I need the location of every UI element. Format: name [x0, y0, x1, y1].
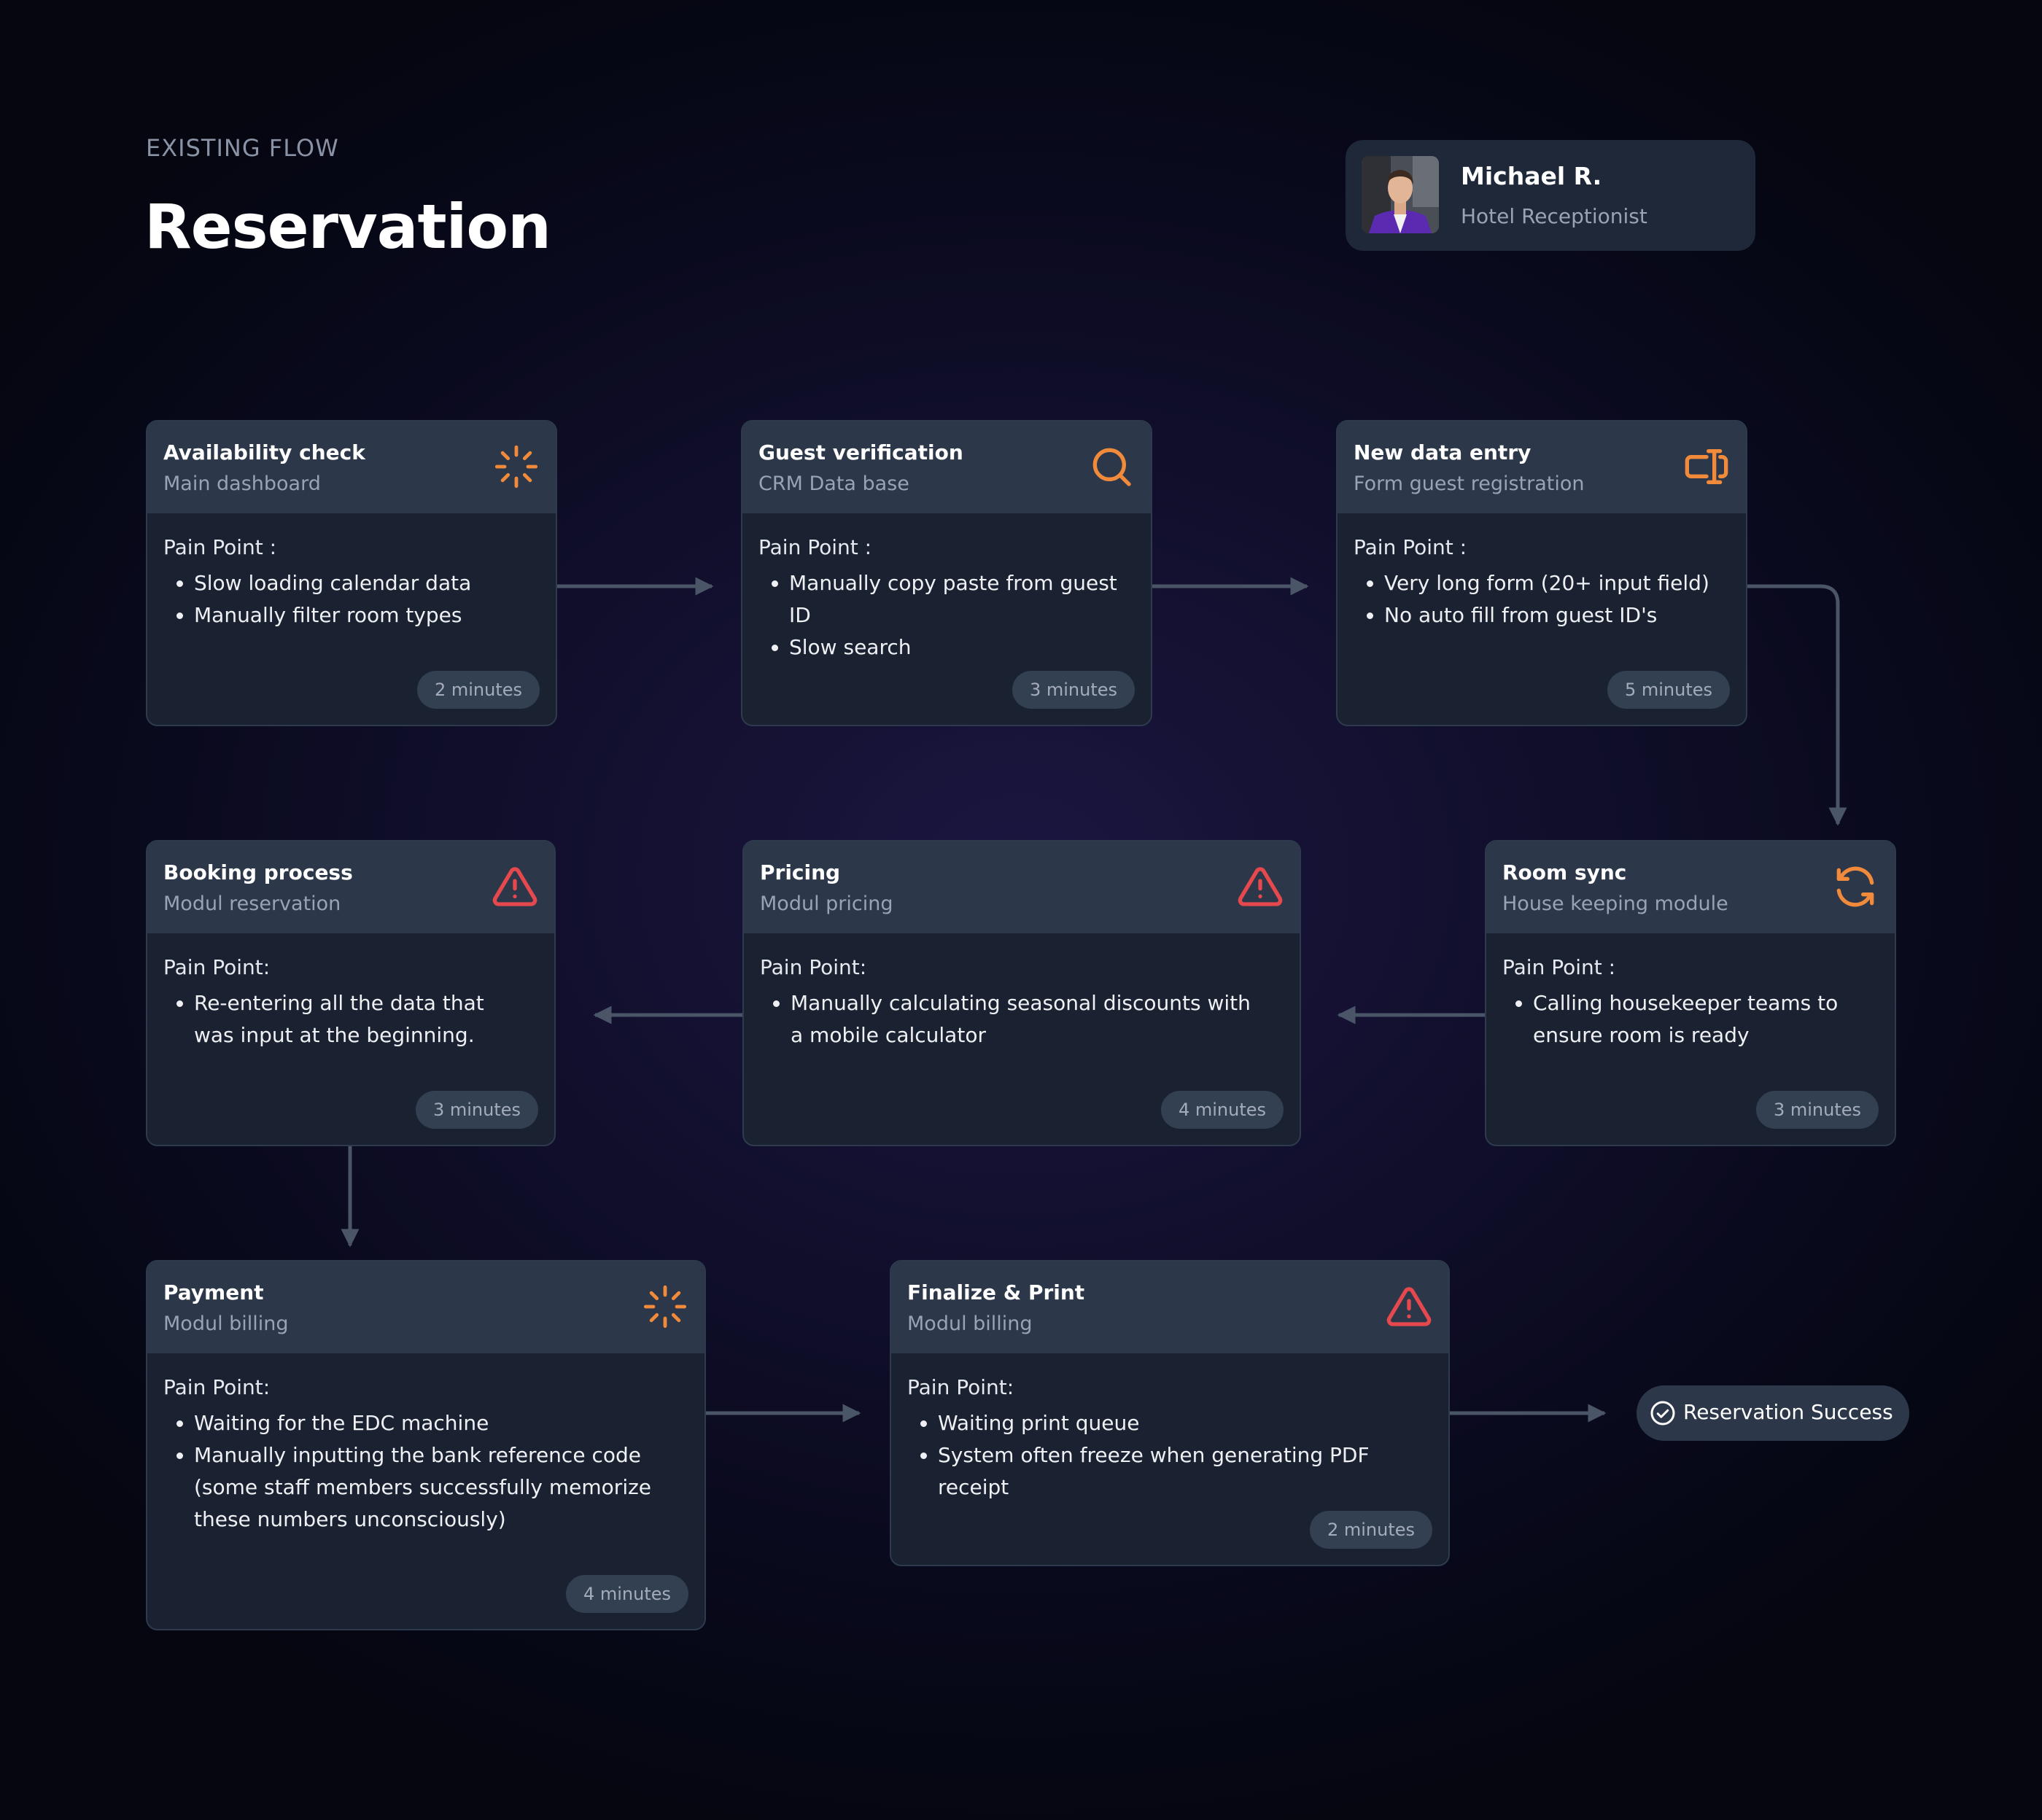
search-icon	[1088, 443, 1135, 490]
pain-point-label: Pain Point:	[163, 1375, 271, 1399]
step-card-room-sync[interactable]: Room sync House keeping module Pain Poin…	[1485, 840, 1896, 1146]
pain-point-list: Waiting for the EDC machine Manually inp…	[163, 1407, 694, 1536]
card-header	[744, 841, 1300, 933]
persona-card: Michael R. Hotel Receptionist	[1346, 140, 1755, 251]
eyebrow-label: EXISTING FLOW	[146, 134, 339, 162]
pain-point-item: Manually copy paste from guest ID	[789, 567, 1141, 631]
pain-point-list: Waiting print queue System often freeze …	[907, 1407, 1438, 1504]
duration-badge: 2 minutes	[1309, 1511, 1432, 1549]
card-subtitle: Modul pricing	[760, 892, 893, 915]
pain-point-item: Calling housekeeper teams to ensure room…	[1533, 987, 1884, 1051]
step-card-new-data-entry[interactable]: New data entry Form guest registration P…	[1336, 420, 1747, 726]
step-card-payment[interactable]: Payment Modul billing Pain Point: Waitin…	[146, 1260, 706, 1630]
refresh-icon	[1832, 863, 1879, 910]
persona-role: Hotel Receptionist	[1461, 204, 1647, 228]
duration-badge: 4 minutes	[1160, 1091, 1284, 1129]
card-subtitle: Form guest registration	[1354, 472, 1585, 495]
pain-point-label: Pain Point :	[1354, 535, 1467, 559]
page-title: Reservation	[144, 191, 551, 262]
pain-point-item: Manually calculating seasonal discounts …	[791, 987, 1256, 1051]
persona-name: Michael R.	[1461, 162, 1602, 190]
card-subtitle: CRM Data base	[758, 472, 909, 495]
pain-point-item: Waiting print queue	[938, 1407, 1438, 1439]
card-title: Room sync	[1502, 860, 1627, 884]
card-subtitle: Modul billing	[163, 1312, 289, 1335]
pain-point-label: Pain Point:	[163, 955, 271, 979]
check-circle-icon	[1650, 1400, 1676, 1426]
card-title: Pricing	[760, 860, 841, 884]
pain-point-item: Slow loading calendar data	[194, 567, 546, 599]
pain-point-list: Calling housekeeper teams to ensure room…	[1502, 987, 1884, 1051]
card-subtitle: Modul billing	[907, 1312, 1033, 1335]
duration-badge: 3 minutes	[415, 1091, 538, 1129]
duration-badge: 4 minutes	[565, 1575, 688, 1613]
pain-point-list: Very long form (20+ input field) No auto…	[1354, 567, 1736, 631]
step-card-guest-verification[interactable]: Guest verification CRM Data base Pain Po…	[741, 420, 1152, 726]
pain-point-item: No auto fill from guest ID's	[1384, 599, 1736, 631]
card-subtitle: Modul reservation	[163, 892, 341, 915]
step-card-availability-check[interactable]: Availability check Main dashboard Pain P…	[146, 420, 557, 726]
reservation-success-label: Reservation Success	[1683, 1400, 1893, 1424]
card-title: Payment	[163, 1280, 264, 1304]
card-title: Finalize & Print	[907, 1280, 1085, 1304]
card-header	[1338, 421, 1746, 513]
card-header	[1486, 841, 1895, 933]
card-header	[147, 841, 554, 933]
loader-icon	[642, 1283, 688, 1330]
warning-icon	[492, 863, 538, 910]
card-header	[742, 421, 1151, 513]
duration-badge: 2 minutes	[416, 671, 540, 709]
card-subtitle: House keeping module	[1502, 892, 1728, 915]
step-card-pricing[interactable]: Pricing Modul pricing Pain Point: Manual…	[742, 840, 1301, 1146]
pain-point-label: Pain Point :	[163, 535, 277, 559]
avatar	[1362, 156, 1439, 233]
reservation-success-pill[interactable]: Reservation Success	[1637, 1385, 1909, 1441]
card-header	[147, 1261, 704, 1353]
card-title: Booking process	[163, 860, 353, 884]
pain-point-label: Pain Point :	[1502, 955, 1616, 979]
pain-point-item: System often freeze when generating PDF …	[938, 1439, 1438, 1504]
duration-badge: 3 minutes	[1012, 671, 1135, 709]
pain-point-list: Re-entering all the data that was input …	[163, 987, 525, 1051]
card-header	[891, 1261, 1448, 1353]
warning-icon	[1386, 1283, 1432, 1330]
pain-point-label: Pain Point:	[907, 1375, 1014, 1399]
pain-point-item: Manually inputting the bank reference co…	[194, 1439, 694, 1536]
pain-point-item: Very long form (20+ input field)	[1384, 567, 1736, 599]
pain-point-item: Waiting for the EDC machine	[194, 1407, 694, 1439]
pain-point-item: Slow search	[789, 631, 1141, 664]
pain-point-list: Manually calculating seasonal discounts …	[760, 987, 1256, 1051]
card-title: Availability check	[163, 440, 365, 464]
card-title: Guest verification	[758, 440, 963, 464]
pain-point-label: Pain Point :	[758, 535, 872, 559]
duration-badge: 3 minutes	[1755, 1091, 1879, 1129]
form-input-icon	[1683, 443, 1730, 490]
pain-point-list: Slow loading calendar data Manually filt…	[163, 567, 546, 631]
pain-point-item: Manually filter room types	[194, 599, 546, 631]
card-header	[147, 421, 556, 513]
pain-point-item: Re-entering all the data that was input …	[194, 987, 525, 1051]
card-subtitle: Main dashboard	[163, 472, 321, 495]
pain-point-list: Manually copy paste from guest ID Slow s…	[758, 567, 1141, 664]
step-card-booking-process[interactable]: Booking process Modul reservation Pain P…	[146, 840, 556, 1146]
step-card-finalize-print[interactable]: Finalize & Print Modul billing Pain Poin…	[890, 1260, 1450, 1566]
warning-icon	[1237, 863, 1284, 910]
connector-3-4	[1746, 584, 1847, 826]
card-title: New data entry	[1354, 440, 1532, 464]
loader-icon	[493, 443, 540, 490]
pain-point-label: Pain Point:	[760, 955, 867, 979]
duration-badge: 5 minutes	[1607, 671, 1730, 709]
